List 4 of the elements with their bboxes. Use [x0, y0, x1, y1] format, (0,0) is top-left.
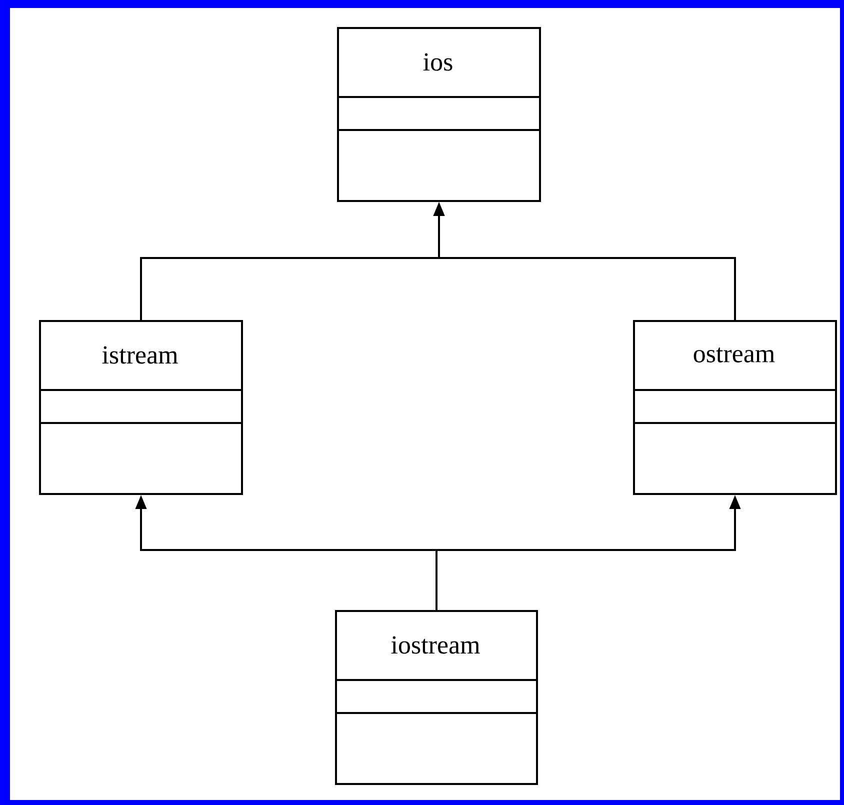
- class-box: iostream: [335, 610, 538, 785]
- class-box: ios: [337, 27, 541, 202]
- class-box: istream: [39, 320, 243, 495]
- class-box: ostream: [633, 320, 837, 495]
